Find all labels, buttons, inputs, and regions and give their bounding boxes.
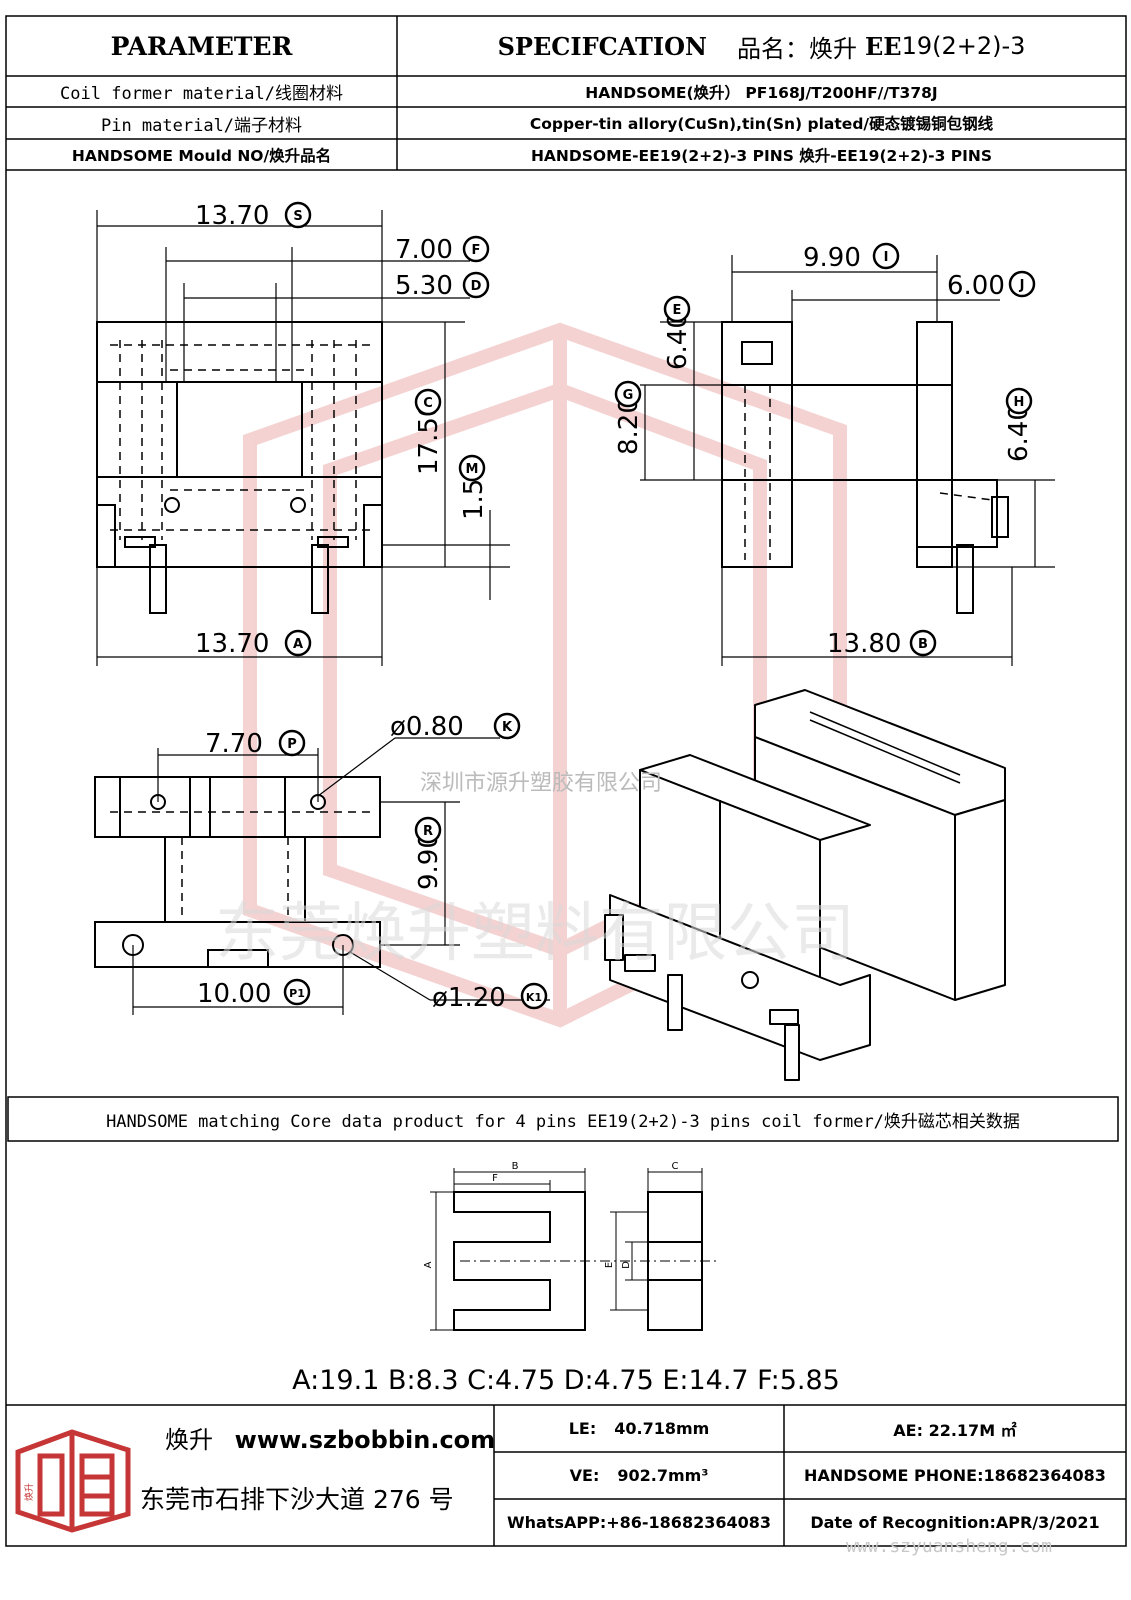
logo-side-text: 焕升 bbox=[23, 1483, 35, 1501]
core-label-A: A bbox=[423, 1261, 434, 1268]
marker-letters: S F D A I J B P K P1 K1 C M E G H R bbox=[287, 209, 1024, 1004]
side-view bbox=[721, 321, 1009, 614]
core-label-B: B bbox=[512, 1161, 519, 1172]
product-model: 19(2+2)-3 bbox=[901, 32, 1026, 60]
ve-cell: VE: 902.7mm³ bbox=[494, 1452, 784, 1499]
specification-label: SPECIFCATION bbox=[497, 31, 707, 61]
technical-drawing: 深圳市源升塑胶有限公司 东莞焕升塑料有限公司 13.70 7.00 5.30 1… bbox=[94, 201, 1055, 1081]
core-values: A:19.1 B:8.3 C:4.75 D:4.75 E:14.7 F:5.85 bbox=[292, 1364, 840, 1396]
marker-M: M bbox=[466, 462, 479, 477]
ve-value: 902.7mm³ bbox=[617, 1466, 709, 1485]
dim-P1: 10.00 bbox=[197, 979, 271, 1009]
marker-P1: P1 bbox=[289, 987, 305, 1000]
spec-row-coil-value: HANDSOME(焕升） PF168J/T200HF//T378J bbox=[585, 83, 938, 102]
specification-heading: SPECIFCATION 品名：焕升 EE 19(2+2)-3 bbox=[397, 16, 1126, 76]
parameter-heading: PARAMETER bbox=[110, 31, 293, 61]
footer-brand: 焕升 bbox=[165, 1426, 213, 1454]
ae-cell: AE: 22.17M ㎡ bbox=[893, 1420, 1017, 1440]
marker-S: S bbox=[293, 209, 302, 224]
dim-P: 7.70 bbox=[205, 729, 263, 759]
whatsapp-cell: WhatsAPP:+86-18682364083 bbox=[506, 1513, 771, 1532]
le-label: LE: bbox=[568, 1419, 597, 1438]
product-name-label: 品名：焕升 bbox=[736, 34, 857, 63]
core-data-title: HANDSOME matching Core data product for … bbox=[106, 1111, 1020, 1132]
front-view bbox=[96, 321, 383, 614]
marker-H: H bbox=[1014, 395, 1025, 410]
spec-row-coil-param: Coil former material/线圈材料 bbox=[60, 84, 343, 104]
marker-J: J bbox=[1019, 278, 1025, 293]
date-cell: Date of Recognition:APR/3/2021 bbox=[810, 1513, 1100, 1532]
marker-K1: K1 bbox=[526, 991, 542, 1004]
spec-row-pin-param: Pin material/端子材料 bbox=[100, 115, 303, 136]
isometric-view bbox=[604, 689, 1006, 1081]
product-model-prefix: EE bbox=[864, 31, 902, 61]
footer-brand-line: 焕升 www.szbobbin.com bbox=[165, 1420, 495, 1455]
dim-K: ø0.80 bbox=[390, 712, 464, 742]
company-logo: 焕升 bbox=[15, 1429, 131, 1533]
dimension-labels: 13.70 7.00 5.30 13.70 9.90 6.00 13.80 7.… bbox=[195, 201, 1034, 1013]
le-value: 40.718mm bbox=[614, 1419, 710, 1438]
le-cell: LE: 40.718mm bbox=[494, 1405, 784, 1452]
marker-A: A bbox=[293, 637, 303, 652]
dim-D: 5.30 bbox=[395, 271, 453, 301]
dim-I: 9.90 bbox=[803, 243, 861, 273]
watermark-big-text: 东莞焕升塑料有限公司 bbox=[215, 897, 855, 971]
ve-label: VE: bbox=[569, 1466, 600, 1485]
marker-R: R bbox=[423, 824, 433, 839]
spec-row-mould-value: HANDSOME-EE19(2+2)-3 PINS 焕升-EE19(2+2)-3… bbox=[530, 146, 993, 165]
marker-D: D bbox=[471, 279, 482, 294]
dimension-markers bbox=[278, 201, 1036, 1010]
marker-K: K bbox=[502, 720, 513, 735]
spec-row-pin-value: Copper-tin allory(CuSn),tin(Sn) plated/硬… bbox=[529, 115, 994, 133]
core-label-D: D bbox=[621, 1261, 632, 1269]
watermark-url: www.szyuansheng.com bbox=[846, 1536, 1052, 1557]
marker-G: G bbox=[623, 388, 634, 403]
marker-I: I bbox=[884, 250, 889, 265]
marker-F: F bbox=[472, 243, 481, 258]
marker-E: E bbox=[673, 303, 682, 318]
dim-K1: ø1.20 bbox=[432, 983, 506, 1013]
dim-B: 13.80 bbox=[827, 629, 901, 659]
core-label-C: C bbox=[672, 1161, 679, 1172]
marker-P: P bbox=[287, 737, 297, 752]
footer-website-link[interactable]: www.szbobbin.com bbox=[234, 1426, 496, 1454]
core-diagram: B F C A E D bbox=[423, 1161, 720, 1331]
marker-C: C bbox=[423, 396, 433, 411]
marker-B: B bbox=[918, 637, 928, 652]
spec-row-mould-param: HANDSOME Mould NO/焕升品名 bbox=[71, 146, 332, 165]
dim-A: 13.70 bbox=[195, 629, 269, 659]
footer-address: 东莞市石排下沙大道 276 号 bbox=[140, 1485, 454, 1514]
phone-cell: HANDSOME PHONE:18682364083 bbox=[804, 1466, 1106, 1485]
watermark-company-text: 深圳市源升塑胶有限公司 bbox=[420, 771, 662, 796]
core-label-F: F bbox=[492, 1173, 498, 1184]
core-label-E: E bbox=[604, 1262, 615, 1268]
dim-J: 6.00 bbox=[947, 271, 1005, 301]
dim-S: 13.70 bbox=[195, 201, 269, 231]
dim-F: 7.00 bbox=[395, 235, 453, 265]
